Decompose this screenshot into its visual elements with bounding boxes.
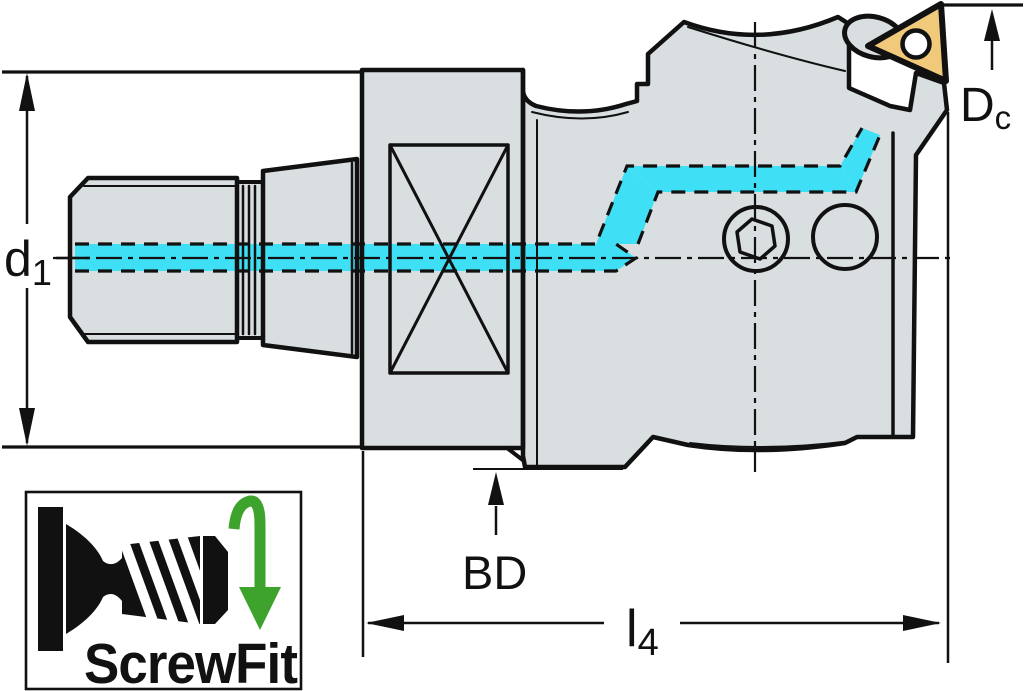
label-Dc: Dc — [960, 79, 1011, 136]
screwfit-connector-icon — [38, 507, 228, 651]
label-l4: l4 — [626, 600, 659, 664]
label-BD: BD — [462, 546, 527, 599]
coolant-channel-riser-1 — [596, 166, 658, 244]
flange-bottom-chamfer — [505, 446, 526, 463]
coolant-channel-upper — [627, 166, 856, 192]
rotation-arrow-icon — [228, 495, 281, 630]
screwfit-logo-box: ScrewFit — [24, 490, 303, 691]
dimension-BD: BD — [462, 468, 623, 599]
tool-outlines — [67, 14, 950, 470]
insert-hole — [900, 28, 932, 60]
side-hole — [811, 203, 879, 271]
dimension-Dc: Dc — [940, 3, 1023, 136]
label-d1: d1 — [4, 231, 52, 293]
indexable-insert — [865, 1, 949, 84]
hex-socket-screw-icon — [722, 205, 790, 273]
coolant-channel-dashed-outline — [75, 127, 882, 273]
tool-body — [523, 17, 947, 467]
coolant-channel-riser-2 — [840, 128, 880, 192]
dimension-d1: d1 — [2, 70, 362, 449]
screwfit-logo-text: ScrewFit — [84, 632, 298, 691]
dimension-l4: l4 — [361, 112, 950, 664]
